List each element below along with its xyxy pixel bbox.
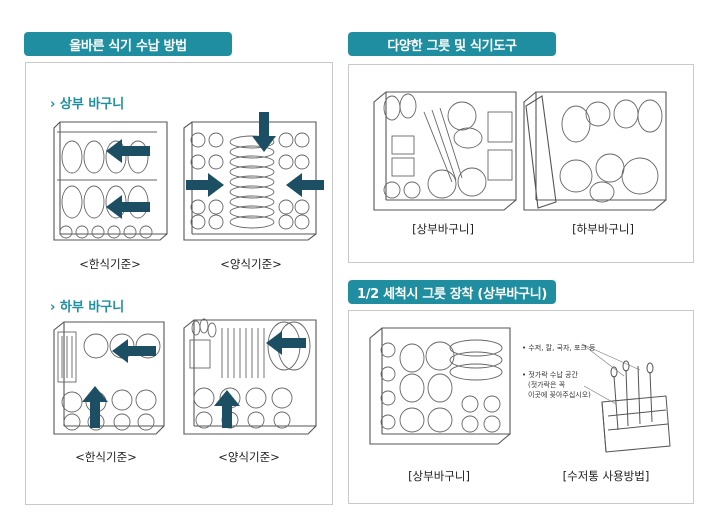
arrow-up-icon (214, 390, 240, 428)
caption-upper-western: <양식기준> (220, 257, 282, 271)
upper-basket-various-illustration (373, 91, 517, 211)
arrow-left-icon (112, 339, 156, 363)
caption-lower-western: <양식기준> (218, 450, 280, 464)
arrow-right-icon (186, 173, 224, 197)
lower-basket-various-illustration (523, 91, 667, 211)
caption-various-lower: [하부바구니] (572, 222, 634, 236)
proper-loading-panel (25, 62, 333, 505)
section-title-various-dishes: 다양한 그릇 및 식기도구 (348, 32, 556, 56)
arrow-up-icon (82, 386, 108, 428)
note-cutlery-items: • 수저, 칼, 국자, 포크 등 (522, 344, 596, 352)
chevron-right-icon: › (50, 97, 56, 112)
caption-various-upper: [상부바구니] (412, 222, 474, 236)
half-load-panel (348, 310, 694, 504)
upper-basket-korean-illustration (53, 121, 168, 241)
upper-basket-half-load-illustration (369, 327, 511, 445)
lower-basket-heading: › 하부 바구니 (50, 300, 125, 315)
arrow-left-icon (106, 195, 150, 219)
section-title-proper-loading: 올바른 식기 수납 방법 (24, 32, 232, 56)
caption-lower-korean: <한식기준> (75, 450, 137, 464)
chevron-right-icon: › (50, 300, 56, 315)
caption-half-load-upper: [상부바구니] (408, 469, 470, 483)
caption-cutlery-usage: [수저통 사용방법] (562, 469, 650, 483)
upper-basket-heading: › 상부 바구니 (50, 97, 125, 112)
upper-basket-western-illustration (183, 121, 317, 241)
cutlery-basket-illustration (581, 343, 671, 453)
caption-upper-korean: <한식기준> (79, 257, 141, 271)
arrow-left-icon (106, 139, 150, 163)
section-title-half-load: 1/2 세척시 그릇 장착 (상부바구니) (348, 280, 556, 304)
note-chopstick-space: • 젓가락 수납 공간 (젓가락은 꼭 이곳에 꽂아주십시오) (522, 371, 591, 399)
various-dishes-panel (348, 64, 694, 263)
arrow-down-icon (252, 112, 276, 152)
arrow-left-icon (286, 173, 324, 197)
arrow-left-icon (266, 331, 306, 355)
